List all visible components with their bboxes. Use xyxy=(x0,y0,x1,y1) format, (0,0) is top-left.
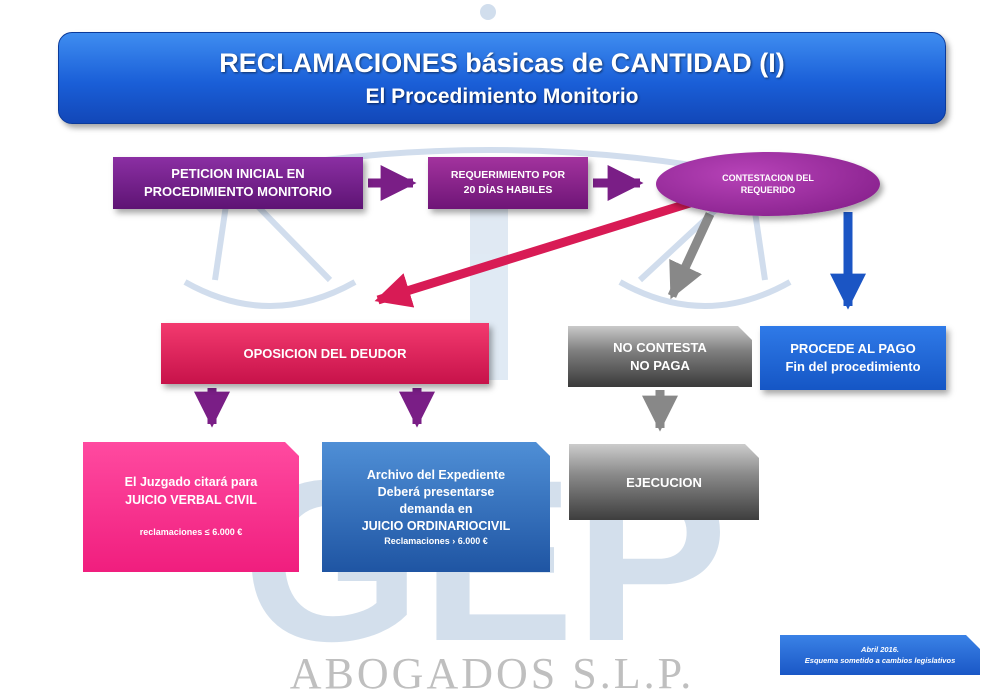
node-archivo-expediente: Archivo del Expediente Deberá presentars… xyxy=(322,442,550,572)
node-juicio-verbal-note: reclamaciones ≤ 6.000 € xyxy=(139,527,243,537)
node-requerimiento-line2: 20 DÍAS HABILES xyxy=(463,184,553,196)
node-archivo-line2: Deberá presentarse xyxy=(377,485,495,499)
node-requerimiento-line1: REQUERIMIENTO POR xyxy=(450,169,566,181)
node-no-contesta: NO CONTESTA NO PAGA xyxy=(568,326,752,387)
node-requerimiento: REQUERIMIENTO POR 20 DÍAS HABILES xyxy=(428,157,588,209)
node-no-contesta-line1: NO CONTESTA xyxy=(613,339,707,355)
title-banner: RECLAMACIONES básicas de CANTIDAD (I) El… xyxy=(58,32,946,124)
node-ejecucion-label: EJECUCION xyxy=(626,474,702,490)
node-no-contesta-line2: NO PAGA xyxy=(630,357,690,373)
node-oposicion-deudor: OPOSICION DEL DEUDOR xyxy=(161,323,489,384)
node-contestacion-line2: REQUERIDO xyxy=(740,185,796,195)
node-peticion-line1: PETICION INICIAL EN xyxy=(171,166,305,181)
watermark-text: ABOGADOS S.L.P. xyxy=(290,649,694,698)
node-oposicion-label: OPOSICION DEL DEUDOR xyxy=(243,346,407,361)
node-juicio-verbal-line2: JUICIO VERBAL CIVIL xyxy=(125,493,257,507)
node-ejecucion: EJECUCION xyxy=(569,444,759,520)
node-peticion-line2: PROCEDIMIENTO MONITORIO xyxy=(143,184,333,199)
footer-note-disclaimer: Esquema sometido a cambios legislativos xyxy=(804,656,956,665)
arrow-contestacion-to-no-contesta xyxy=(667,212,715,300)
node-procede-line2: Fin del procedimiento xyxy=(785,359,921,374)
page-subtitle: El Procedimiento Monitorio xyxy=(365,84,639,108)
footer-note: Abril 2016. Esquema sometido a cambios l… xyxy=(780,635,980,675)
footer-note-date: Abril 2016. xyxy=(861,645,899,654)
node-juicio-verbal-line1: El Juzgado citará para xyxy=(124,475,258,489)
arrow-contestacion-to-oposicion xyxy=(374,198,692,308)
node-archivo-line4: JUICIO ORDINARIOCIVIL xyxy=(361,519,511,533)
node-archivo-line1: Archivo del Expediente xyxy=(366,468,506,482)
node-juicio-verbal: El Juzgado citará para JUICIO VERBAL CIV… xyxy=(83,442,299,572)
node-contestacion: CONTESTACION DEL REQUERIDO xyxy=(656,152,880,216)
node-archivo-note: Reclamaciones › 6.000 € xyxy=(384,536,488,546)
node-procede-pago: PROCEDE AL PAGO Fin del procedimiento xyxy=(760,326,946,390)
node-procede-line1: PROCEDE AL PAGO xyxy=(790,341,916,356)
node-contestacion-line1: CONTESTACION DEL xyxy=(722,173,814,183)
node-archivo-line3: demanda en xyxy=(399,502,473,516)
node-peticion-inicial: PETICION INICIAL EN PROCEDIMIENTO MONITO… xyxy=(113,157,363,209)
page-title: RECLAMACIONES básicas de CANTIDAD (I) xyxy=(219,47,785,78)
